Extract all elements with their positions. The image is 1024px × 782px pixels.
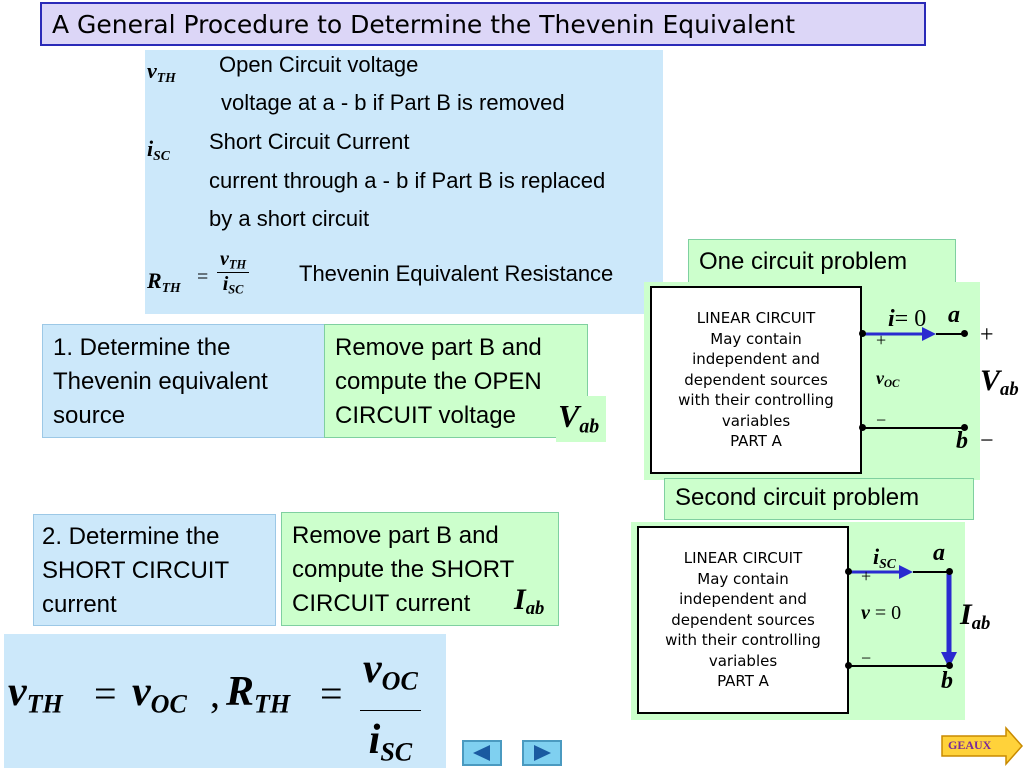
circuit2-terminal-left-bottom [845, 662, 852, 669]
step1-action-line-3: CIRCUIT voltage [335, 402, 516, 429]
step1-action-box: Remove part B and compute the OPEN CIRCU… [324, 324, 588, 438]
nav-back-button[interactable] [462, 740, 502, 766]
result-eq-1: = [94, 671, 117, 716]
circuit2-panel: LINEAR CIRCUIT May contain independent a… [631, 522, 965, 720]
definitions-panel: vTH Open Circuit voltage voltage at a - … [145, 50, 663, 314]
circuit2-box-line-7: PART A [717, 672, 769, 691]
circuit1-panel: LINEAR CIRCUIT May contain independent a… [644, 282, 994, 480]
circuit2-box-line-3: independent and [679, 590, 807, 609]
circuit2-node-b: b [941, 668, 953, 694]
circuit2-short-arrow-head [941, 652, 957, 668]
geaux-label: GEAUX [948, 738, 992, 752]
vth-explanation: voltage at a - b if Part B is removed [221, 90, 565, 115]
circuit1-minus-inner: − [876, 410, 887, 430]
step2-label-box: 2. Determine the SHORT CIRCUIT current [33, 514, 276, 626]
step2-action-line-1: Remove part B and [292, 522, 499, 549]
rth-equals: = [197, 266, 209, 288]
circuit1-box-line-3: independent and [692, 350, 820, 369]
circuit1-terminal-left-bottom [859, 424, 866, 431]
circuit2-v-zero: v = 0 [861, 602, 902, 624]
rth-definition: Thevenin Equivalent Resistance [299, 261, 614, 286]
result-comma: , [210, 671, 220, 716]
nav-forward-button[interactable] [522, 740, 562, 766]
circuit1-node-a: a [948, 302, 960, 328]
circuit2-wires [849, 565, 957, 668]
step2-action-line-3: CIRCUIT current [292, 590, 471, 617]
step2-line-2: SHORT CIRCUIT [42, 557, 230, 584]
circuit1-box-line-5: with their controlling [678, 391, 834, 410]
rth-fraction: vTH iSC [217, 248, 250, 298]
triangle-right-icon [534, 745, 551, 761]
circuit2-box-line-6: variables [708, 651, 778, 670]
geaux-arrow-icon [941, 726, 1024, 766]
circuit2-arrow-head [899, 565, 913, 579]
circuit2-caption-box: Second circuit problem [664, 478, 974, 520]
circuit1-plus-outer: + [980, 322, 994, 348]
step1-line-1: 1. Determine the [53, 334, 231, 361]
circuit2-terminal-b [946, 662, 953, 669]
circuit2-linear-box: LINEAR CIRCUIT May contain independent a… [637, 526, 849, 714]
circuit1-box-line-6: variables [721, 411, 791, 430]
rth-symbol: RTH [147, 268, 181, 295]
isc-explanation-1: current through a - b if Part B is repla… [209, 168, 606, 193]
page-title: A General Procedure to Determine the The… [52, 10, 796, 39]
circuit1-terminal-b [961, 424, 968, 431]
circuit1-caption: One circuit problem [699, 248, 908, 275]
circuit1-linear-box: LINEAR CIRCUIT May contain independent a… [650, 286, 862, 474]
circuit1-box-line-7: PART A [730, 432, 782, 451]
title-banner: A General Procedure to Determine the The… [40, 2, 926, 46]
circuit2-isc: iSC [873, 544, 896, 571]
circuit2-minus-inner: − [861, 648, 872, 668]
step1-var: Vab [558, 398, 600, 438]
isc-explanation-2: by a short circuit [209, 206, 370, 231]
step1-line-3: source [53, 402, 126, 429]
step2-line-1: 2. Determine the [42, 523, 220, 550]
triangle-left-icon [473, 745, 490, 761]
circuit1-box-line-4: dependent sources [684, 370, 828, 389]
circuit1-terminal-a [961, 330, 968, 337]
geaux-button[interactable]: GEAUX [940, 726, 1024, 766]
circuit1-current-label: i= 0 [888, 306, 927, 332]
circuit2-box-line-4: dependent sources [671, 610, 815, 629]
step2-var: Iab [514, 583, 545, 620]
circuit1-node-b: b [956, 428, 968, 454]
circuit2-box-line-1: LINEAR CIRCUIT [683, 549, 803, 568]
isc-definition: Short Circuit Current [209, 129, 410, 154]
result-eq-2: = [320, 671, 343, 716]
result-rth: RTH [226, 669, 291, 719]
circuit2-plus-inner: + [861, 566, 872, 586]
circuit1-wires [864, 327, 964, 429]
step1-line-2: Thevenin equivalent [53, 368, 268, 395]
circuit2-node-a: a [933, 540, 945, 566]
result-formula-panel: vTH = vOC , RTH = vOC iSC [4, 634, 446, 768]
circuit2-terminal-left-top [845, 568, 852, 575]
step2-action-box: Remove part B and compute the SHORT CIRC… [281, 512, 559, 626]
step2-line-3: current [42, 591, 117, 618]
result-vth: vTH [8, 669, 63, 719]
circuit1-terminal-left-top [859, 330, 866, 337]
circuit1-voc: vOC [876, 368, 900, 391]
circuit1-vab: Vab [980, 364, 1019, 401]
circuit1-arrow-head [922, 327, 936, 341]
circuit1-minus-outer: − [980, 428, 994, 454]
circuit2-caption: Second circuit problem [675, 484, 920, 511]
circuit1-box-line-1: LINEAR CIRCUIT [696, 309, 816, 328]
step1-action-line-2: compute the OPEN [335, 368, 542, 395]
circuit2-iab: Iab [960, 598, 991, 635]
circuit2-terminal-a [946, 568, 953, 575]
vth-symbol: vTH [147, 58, 176, 85]
step2-action-line-2: compute the SHORT [292, 556, 515, 583]
result-voc: vOC [132, 669, 187, 719]
isc-symbol: iSC [147, 136, 170, 163]
circuit2-box-line-5: with their controlling [665, 631, 821, 650]
circuit2-box-line-2: May contain [697, 569, 789, 588]
vth-definition: Open Circuit voltage [219, 52, 419, 77]
step1-label-box: 1. Determine the Thevenin equivalent sou… [42, 324, 325, 438]
circuit1-caption-box: One circuit problem [688, 239, 956, 287]
circuit1-box-line-2: May contain [710, 329, 802, 348]
circuit1-plus-inner: + [876, 330, 887, 350]
result-fraction: vOC iSC [360, 640, 421, 782]
step1-var-box: Vab [556, 396, 606, 442]
step1-action-line-1: Remove part B and [335, 334, 542, 361]
